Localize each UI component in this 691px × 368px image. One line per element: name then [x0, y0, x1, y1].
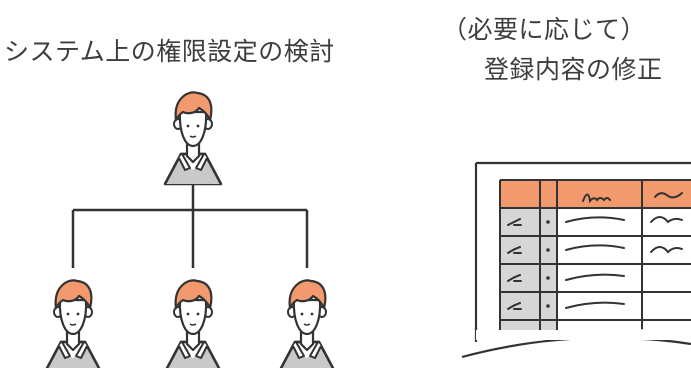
- as-needed-caption: （必要に応じて）: [442, 15, 647, 44]
- manager-person-icon: [163, 91, 223, 186]
- permission-settings-caption: システム上の権限設定の検討: [4, 37, 335, 66]
- staff-person-icon-3: [277, 279, 337, 368]
- staff-person-icon-1: [43, 279, 103, 368]
- registration-document-icon: [461, 161, 691, 359]
- hierarchy-connector-lines: [71, 180, 309, 268]
- edit-registration-caption: 登録内容の修正: [484, 55, 663, 84]
- staff-person-icon-2: [163, 279, 223, 368]
